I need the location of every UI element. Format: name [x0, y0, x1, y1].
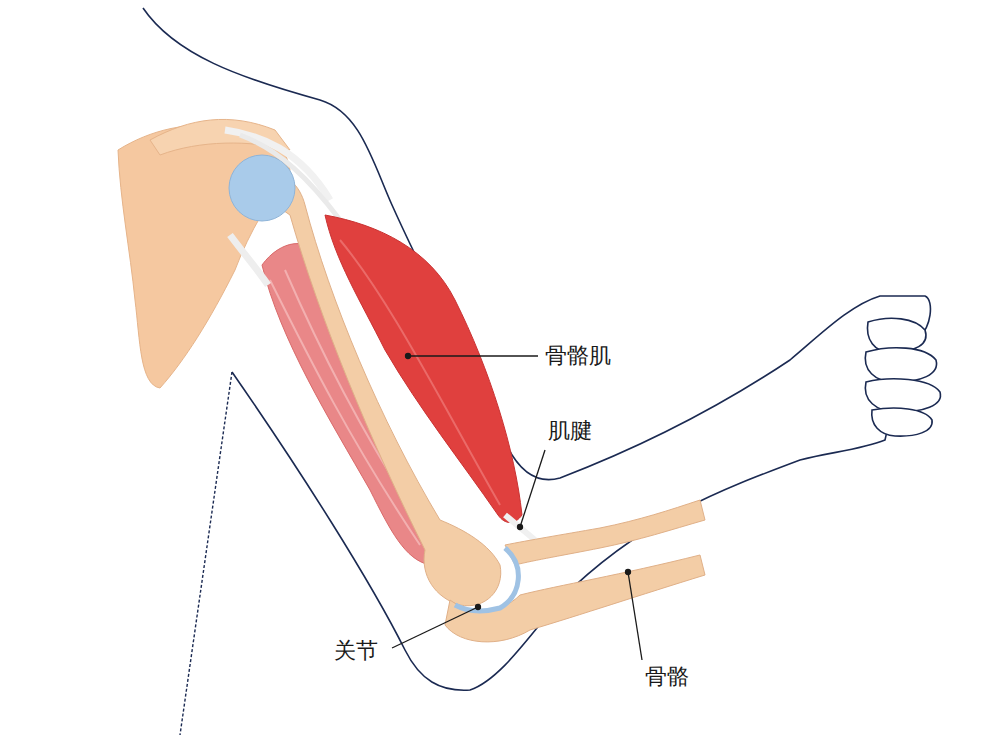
tendon: [505, 515, 535, 540]
humeral-head: [229, 155, 295, 221]
outline-dashed: [180, 372, 232, 735]
fist: [865, 318, 940, 436]
leader-lines: [392, 354, 642, 661]
biceps: [325, 215, 522, 523]
part-label: 骨骼: [643, 662, 691, 692]
part-label: 关节: [332, 636, 380, 666]
ulna: [445, 555, 705, 642]
part-label: 骨骼肌: [543, 341, 613, 371]
part-label: 肌腱: [546, 416, 594, 446]
joint-capsule: [455, 548, 518, 611]
arm-outline: [143, 8, 930, 690]
tendon: [240, 135, 340, 220]
tendon: [230, 235, 268, 285]
radius: [505, 500, 705, 565]
muscle-fiber: [340, 240, 500, 505]
